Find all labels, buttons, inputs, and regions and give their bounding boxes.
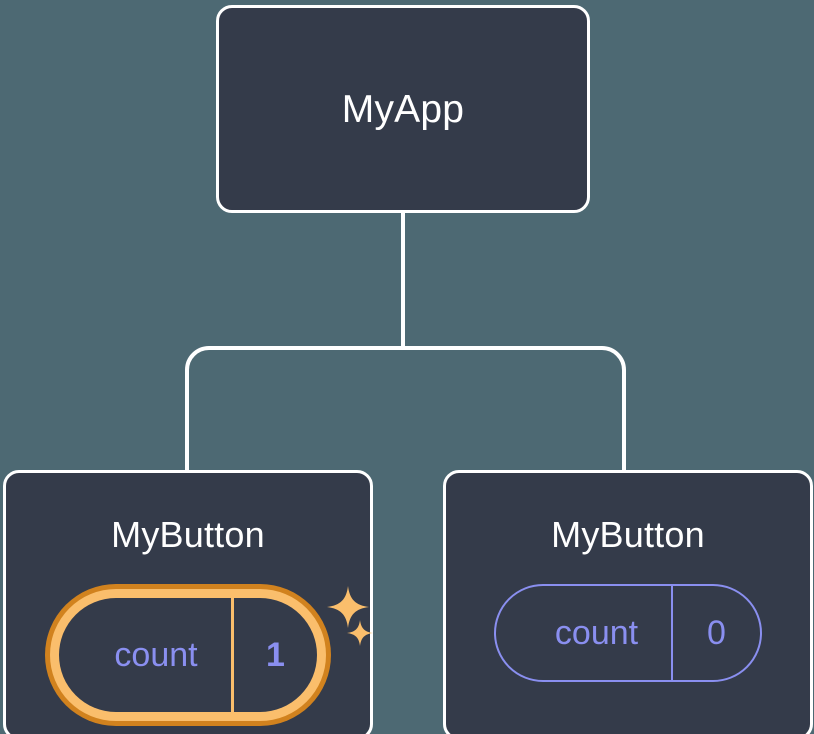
sparkle-icon-large (327, 586, 369, 628)
state-pill-container: count 1 (45, 584, 373, 726)
node-mybutton-highlighted[interactable]: MyButton count 1 (3, 470, 373, 734)
edge-to-child-1 (403, 346, 626, 474)
state-key: count (114, 635, 198, 674)
state-key: count (554, 613, 639, 652)
node-title: MyButton (111, 514, 265, 555)
state-value: 0 (671, 586, 760, 680)
state-pill-glow-band: count 1 (50, 589, 326, 721)
sparkle-icon-small (347, 620, 373, 646)
state-pill[interactable]: count 0 (494, 584, 762, 682)
edge-to-child-0 (185, 346, 403, 474)
node-title: MyApp (341, 87, 465, 131)
state-pill-body: count 1 (59, 598, 317, 712)
state-pill-highlighted[interactable]: count 1 (45, 584, 331, 726)
state-pill-container: count 0 (494, 584, 762, 682)
node-myapp[interactable]: MyApp (216, 5, 590, 213)
state-value: 1 (231, 598, 317, 712)
node-title: MyButton (551, 514, 705, 555)
node-mybutton-plain[interactable]: MyButton count 0 (443, 470, 813, 734)
